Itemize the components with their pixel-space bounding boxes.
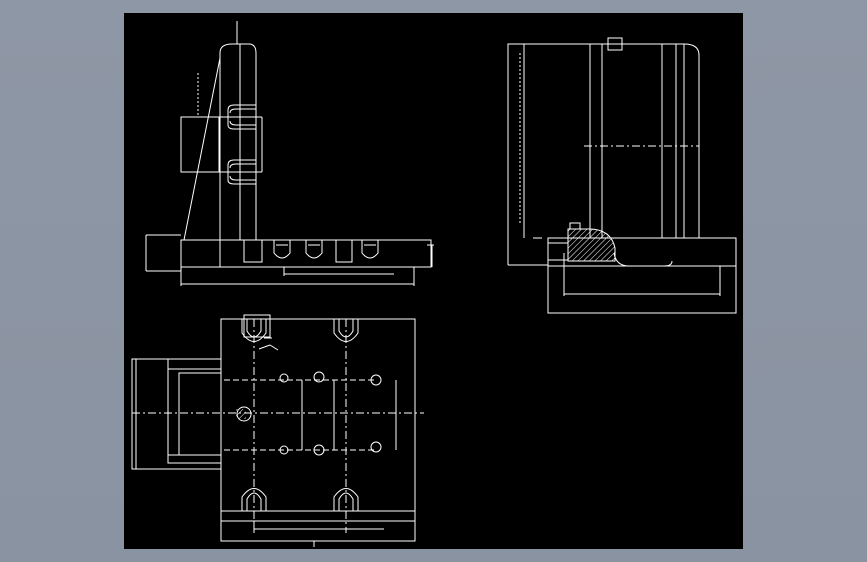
top-view xyxy=(131,314,424,547)
front-view xyxy=(507,37,737,314)
side-view xyxy=(145,21,434,286)
drawing-canvas[interactable] xyxy=(124,13,743,549)
drawing-svg xyxy=(131,21,737,547)
